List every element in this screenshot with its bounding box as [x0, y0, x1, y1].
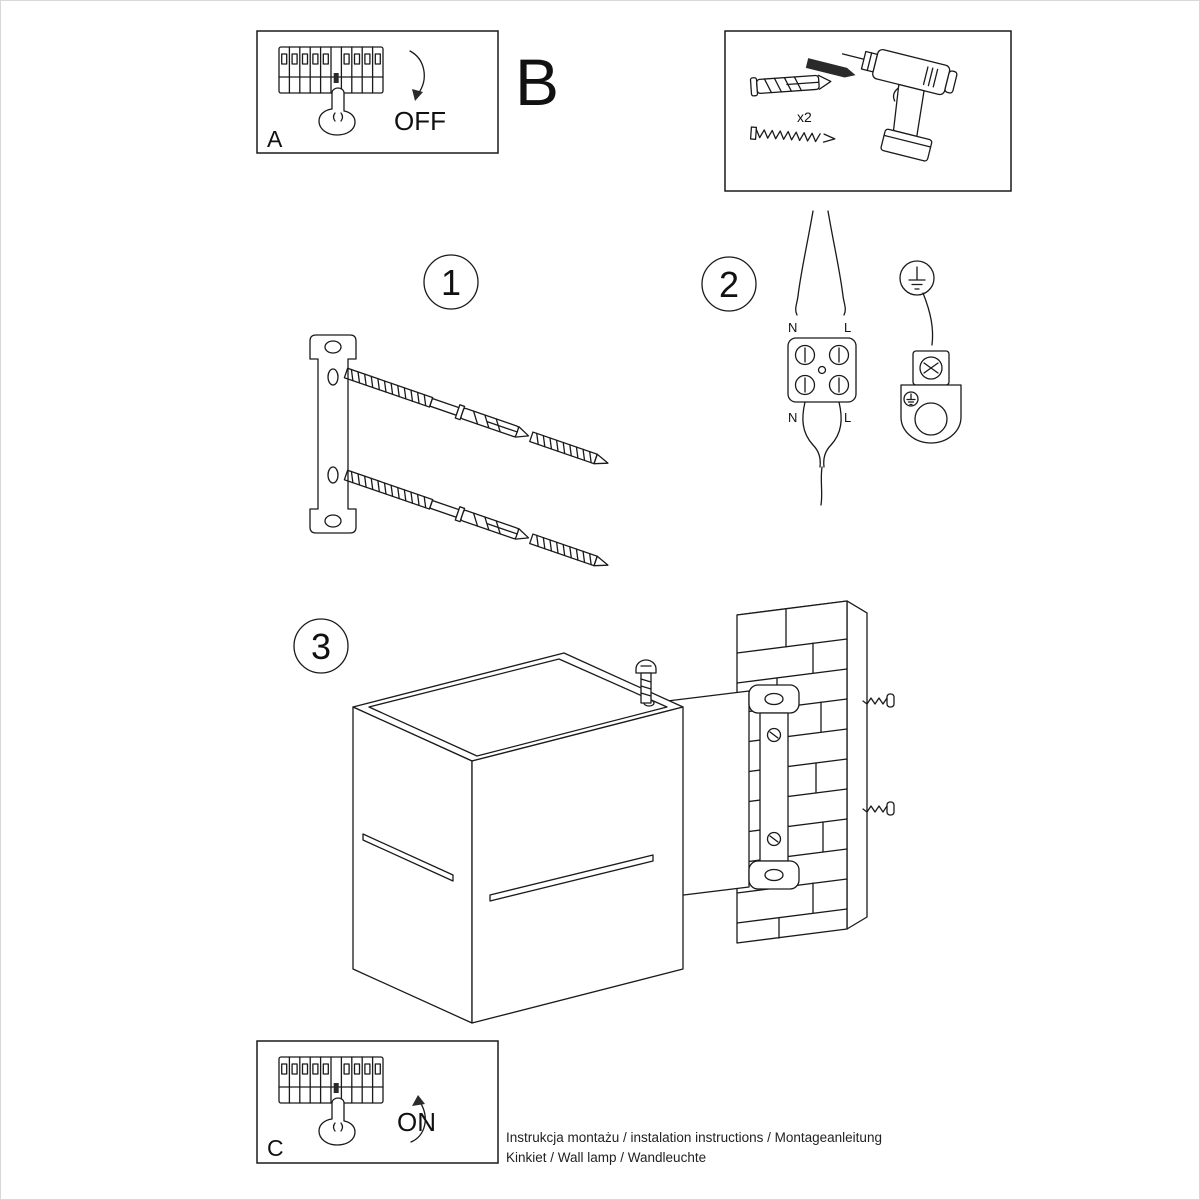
step-c-action-label: ON — [397, 1107, 436, 1137]
footer-line-1: Instrukcja montażu / instalation instruc… — [506, 1130, 882, 1145]
screw-icon — [749, 126, 836, 143]
on-arrowhead-icon — [412, 1095, 425, 1106]
wall-plug-filled-icon — [805, 58, 856, 78]
step-a-label: A — [267, 126, 283, 152]
ground-wire — [922, 292, 934, 346]
ground-symbol-icon — [899, 260, 935, 296]
lamp-slot-front — [489, 854, 654, 902]
step-3: 3 — [293, 600, 895, 1024]
step-1: 1 — [309, 254, 611, 573]
wall-bolt-top-icon — [862, 693, 895, 708]
screw-anchor-assembly-bottom — [343, 467, 611, 573]
wall-bracket-icon — [748, 684, 800, 890]
terminal-block-icon — [787, 337, 857, 403]
step-3-number: 3 — [311, 626, 331, 667]
wall-plug-icon — [749, 74, 832, 97]
step-2-number: 2 — [719, 264, 739, 305]
terminal-top-n-label: N — [788, 320, 797, 335]
step-a-box: OFF A — [256, 30, 499, 154]
mounting-bracket-icon — [309, 334, 357, 534]
off-arrow-icon — [409, 50, 425, 95]
step-1-badge — [423, 254, 479, 310]
breaker-panel-hand-icon — [278, 46, 384, 136]
wall-bolt-bottom-icon — [862, 801, 895, 816]
fixing-screw-icon — [635, 659, 657, 704]
ground-terminal-icon — [900, 350, 962, 444]
terminal-top-l-label: L — [844, 320, 851, 335]
section-b-label: B — [515, 45, 559, 119]
on-arrow-icon — [410, 1101, 426, 1143]
footer-line-2: Kinkiet / Wall lamp / Wandleuchte — [506, 1150, 706, 1165]
step-c-label: C — [267, 1135, 284, 1161]
lamp-slot-left — [362, 833, 454, 882]
supply-wires-icon — [795, 210, 846, 316]
breaker-panel-hand-icon — [278, 1056, 384, 1146]
lamp-cube-icon — [352, 652, 684, 1024]
screw-anchor-assembly-top — [343, 365, 611, 471]
tools-box: x2 — [724, 30, 1012, 192]
step-3-badge — [293, 618, 349, 674]
wall-panel-icon — [736, 600, 868, 944]
terminal-bottom-l-label: L — [844, 410, 851, 425]
step-2: 2 N L N L — [701, 210, 962, 506]
step-2-badge — [701, 256, 757, 312]
step-c-box: ON C — [256, 1040, 499, 1164]
off-arrowhead-icon — [412, 89, 423, 101]
step-a-action-label: OFF — [394, 106, 446, 136]
step-1-number: 1 — [441, 262, 461, 303]
drill-icon — [841, 48, 958, 162]
terminal-bottom-n-label: N — [788, 410, 797, 425]
plug-quantity-label: x2 — [797, 109, 812, 125]
output-wires-icon — [802, 401, 842, 506]
